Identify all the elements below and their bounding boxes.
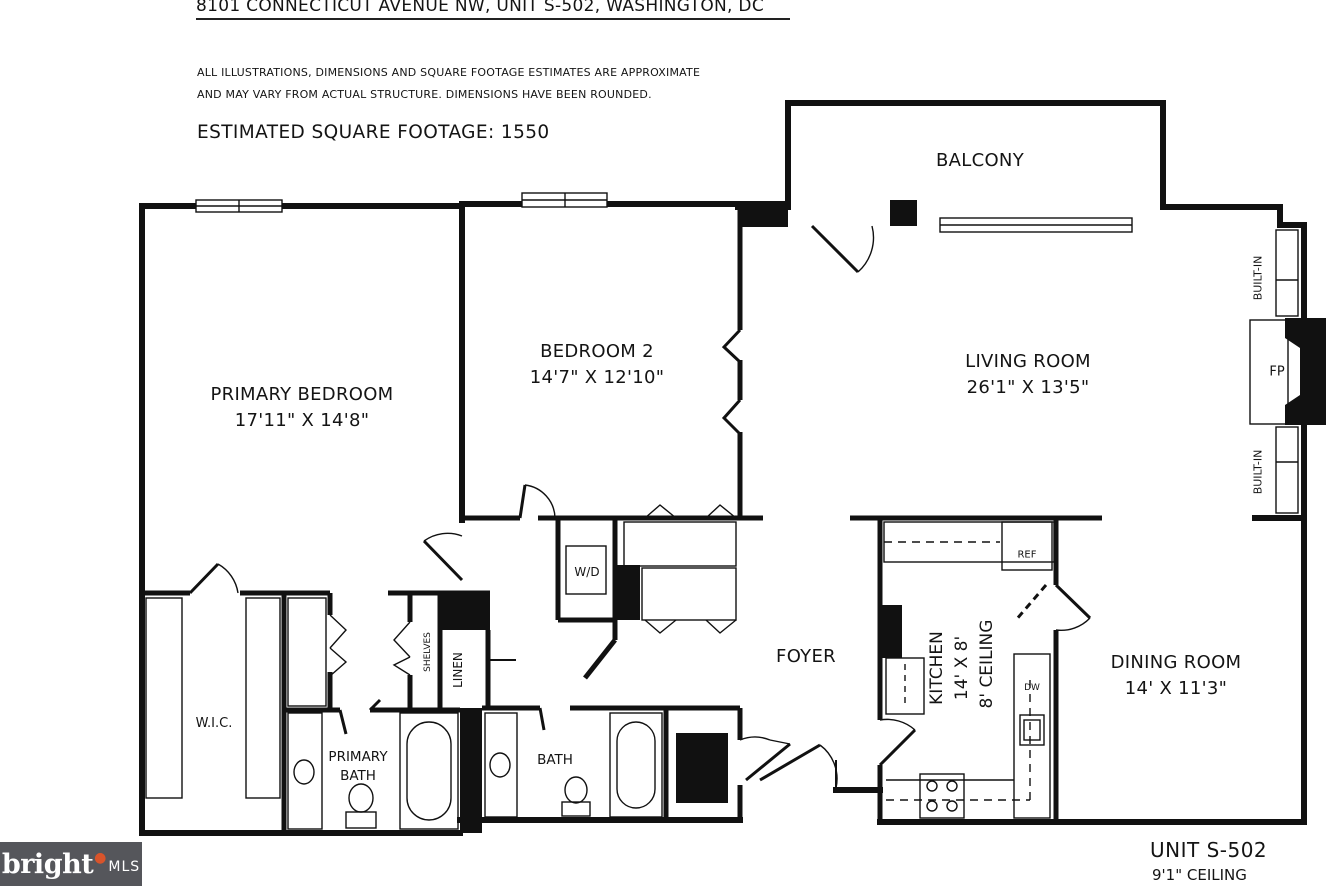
dining-room-name: DINING ROOM [1110, 652, 1242, 673]
logo-dot-icon: ● [94, 850, 107, 866]
built-in-top-label: BUILT-IN [1251, 255, 1265, 301]
logo-mls-text: MLS [108, 859, 141, 875]
balcony-label: BALCONY [936, 150, 1024, 171]
kitchen-dimensions: 14' X 8' [952, 635, 972, 701]
square-footage: ESTIMATED SQUARE FOOTAGE: 1550 [197, 122, 550, 143]
primary-bedroom-name: PRIMARY BEDROOM [210, 384, 394, 405]
property-address: 8101 CONNECTICUT AVENUE NW, UNIT S-502, … [196, 0, 764, 16]
ceiling-height: 9'1" CEILING [1152, 866, 1247, 884]
structural-columns [440, 200, 1326, 833]
shelves-label: SHELVES [423, 632, 433, 672]
linen-label: LINEN [451, 652, 465, 688]
living-room-label: LIVING ROOM 26'1" X 13'5" [965, 349, 1091, 401]
exterior-walls [139, 100, 1307, 836]
disclaimer-line-2: AND MAY VARY FROM ACTUAL STRUCTURE. DIME… [197, 88, 652, 101]
built-in-bottom-label: BUILT-IN [1251, 449, 1265, 495]
primary-bath-label: PRIMARY BATH [328, 748, 387, 786]
logo-brand-text: bright [1, 848, 94, 880]
primary-bath-line-1: PRIMARY [328, 749, 388, 765]
kitchen-ceiling: 8' CEILING [977, 619, 997, 709]
primary-bedroom-dimensions: 17'11" X 14'8" [234, 410, 370, 431]
foyer-label: FOYER [776, 646, 836, 667]
address-underline [196, 18, 790, 20]
fixtures-detail [145, 192, 1299, 830]
wic-label: W.I.C. [195, 716, 233, 731]
refrigerator-label: REF [1017, 549, 1037, 561]
living-room-dimensions: 26'1" X 13'5" [966, 377, 1090, 398]
washer-dryer-label: W/D [574, 565, 600, 579]
bedroom-2-name: BEDROOM 2 [540, 341, 654, 362]
primary-bedroom-label: PRIMARY BEDROOM 17'11" X 14'8" [210, 382, 393, 434]
unit-number: UNIT S-502 [1150, 838, 1268, 862]
kitchen-name: KITCHEN [927, 631, 947, 705]
living-room-name: LIVING ROOM [965, 351, 1091, 372]
disclaimer-line-1: ALL ILLUSTRATIONS, DIMENSIONS AND SQUARE… [197, 66, 701, 79]
dining-room-label: DINING ROOM 14' X 11'3" [1111, 650, 1242, 702]
interior-walls [142, 204, 1102, 833]
primary-bath-line-2: BATH [340, 768, 376, 784]
bath-label: BATH [537, 752, 573, 768]
fireplace-label: FP [1269, 364, 1285, 380]
dishwasher-label: DW [1024, 683, 1040, 693]
dining-room-dimensions: 14' X 11'3" [1124, 678, 1228, 699]
bedroom-2-label: BEDROOM 2 14'7" X 12'10" [530, 339, 665, 391]
bright-mls-logo: bright ● MLS [0, 842, 142, 886]
bedroom-2-dimensions: 14'7" X 12'10" [529, 367, 665, 388]
